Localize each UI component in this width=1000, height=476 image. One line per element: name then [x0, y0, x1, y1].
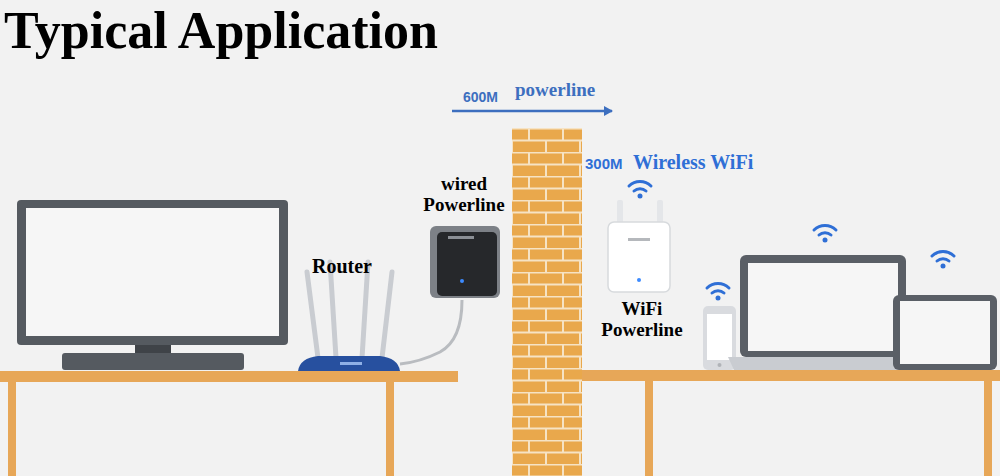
cable	[400, 300, 462, 364]
wifi-icon	[707, 284, 729, 301]
brick-wall	[512, 128, 582, 476]
monitor	[17, 200, 288, 370]
device-label: WiFi Powerline	[590, 299, 694, 341]
left-desk	[0, 371, 458, 476]
wifi-powerline	[608, 200, 670, 292]
wifi-icon	[814, 226, 836, 243]
speed-label: 600M	[463, 90, 498, 105]
title: Typical Application	[4, 2, 438, 59]
link-label: powerline	[515, 80, 595, 101]
wired-powerline	[430, 226, 500, 298]
right-desk	[582, 370, 1000, 476]
wifi-icon	[629, 182, 651, 199]
device-label: wired Powerline	[416, 174, 512, 216]
arrow	[452, 110, 612, 113]
device-label: Router	[312, 255, 372, 277]
laptop	[728, 255, 918, 370]
tablet	[893, 295, 997, 370]
router	[298, 262, 400, 371]
link-label: Wireless WiFi	[633, 151, 753, 173]
wifi-icon	[932, 252, 954, 269]
speed-label: 300M	[585, 156, 623, 173]
